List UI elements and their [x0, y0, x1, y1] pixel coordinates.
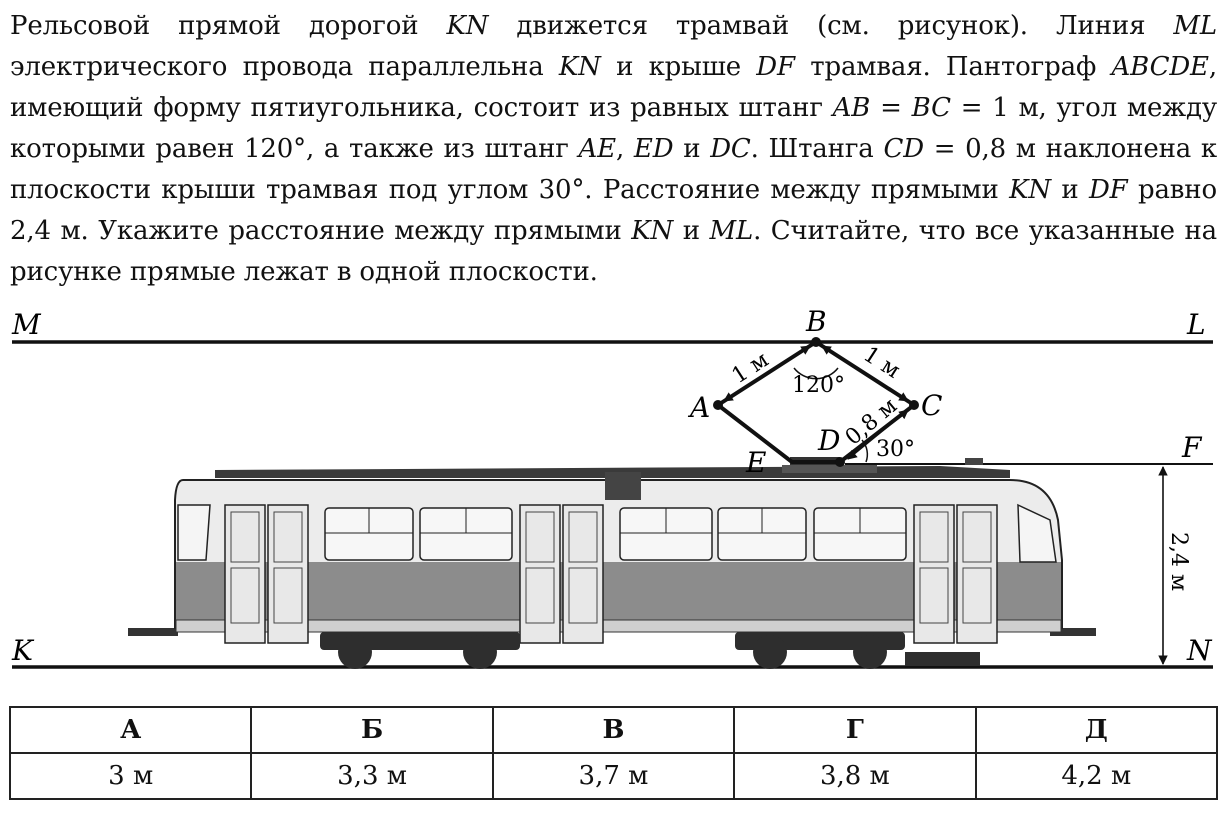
point-label-e: E — [745, 446, 766, 479]
answer-header-b: Б — [250, 706, 494, 754]
point-label-l: L — [1186, 308, 1206, 341]
point-label-n: N — [1186, 634, 1213, 667]
tram-figure: M L K N F B A C D E 1 м 1 м 0,8 м 120° 3… — [11, 305, 1213, 669]
label-height: 2,4 м — [1166, 532, 1191, 591]
answer-header-v: В — [491, 706, 736, 754]
answer-value-row: 3 м 3,3 м 3,7 м 3,8 м 4,2 м — [8, 752, 1219, 800]
answer-option-v[interactable]: 3,7 м — [491, 752, 736, 800]
point-label-k: K — [11, 634, 35, 667]
answer-table: А Б В Г Д 3 м 3,3 м 3,7 м 3,8 м 4,2 м — [8, 706, 1219, 800]
answer-header-row: А Б В Г Д — [8, 706, 1219, 754]
pantograph-joints — [713, 337, 919, 467]
answer-header-g: Г — [733, 706, 977, 754]
tram-drawing — [128, 457, 1096, 669]
point-label-a: A — [687, 391, 710, 424]
point-label-f: F — [1181, 431, 1203, 464]
point-label-c: C — [921, 389, 942, 422]
answer-option-d[interactable]: 4,2 м — [974, 752, 1219, 800]
dimension-arrows — [723, 345, 1168, 665]
label-bc-length: 1 м — [859, 342, 905, 384]
answer-option-b[interactable]: 3,3 м — [250, 752, 494, 800]
answer-option-a[interactable]: 3 м — [8, 752, 253, 800]
point-label-b: B — [805, 305, 827, 338]
answer-header-a: А — [8, 706, 253, 754]
label-ab-length: 1 м — [728, 347, 774, 389]
label-angle-b: 120° — [792, 373, 845, 398]
problem-text: Рельсовой прямой дорогой KN движется тра… — [10, 11, 1217, 287]
answer-header-d: Д — [974, 706, 1219, 754]
label-angle-d: 30° — [876, 437, 915, 462]
point-label-m: M — [11, 308, 42, 341]
answer-option-g[interactable]: 3,8 м — [733, 752, 977, 800]
point-label-d: D — [817, 424, 840, 457]
